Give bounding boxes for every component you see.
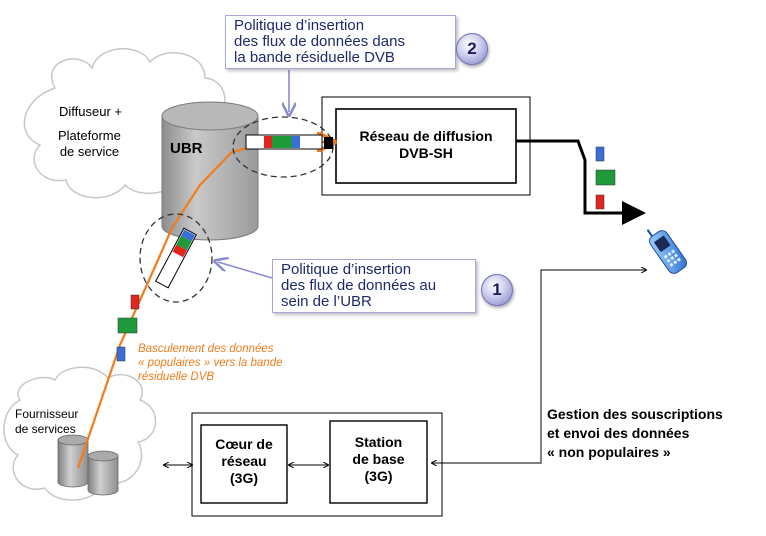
popular-data-switch-note: Basculement des données « populaires » v… bbox=[138, 343, 283, 383]
callout-dvb-insertion: Politique d’insertion des flux de donnée… bbox=[225, 15, 456, 69]
broadcaster-label: Diffuseur + bbox=[59, 104, 122, 119]
data-packets-left bbox=[116, 294, 140, 362]
callout-ubr-insertion: Politique d’insertion des flux de donnée… bbox=[272, 259, 476, 313]
callout-pointer-mid bbox=[218, 262, 273, 279]
badge-1-icon: 1 bbox=[481, 274, 513, 306]
broadcast-link bbox=[516, 139, 646, 225]
subscription-link bbox=[432, 270, 646, 463]
dvb-network-box bbox=[321, 96, 531, 196]
provider-database-icon bbox=[57, 434, 119, 496]
ubr-cylinder bbox=[161, 101, 259, 241]
service-platform-label: Plateforme de service bbox=[58, 128, 121, 159]
subscription-note: Gestion des souscriptions et envoi des d… bbox=[547, 406, 723, 460]
badge-2-icon: 2 bbox=[456, 33, 488, 65]
ubr-insertion-queue bbox=[155, 227, 197, 289]
data-packets-right bbox=[595, 146, 616, 210]
dvb-network-label: Réseau de diffusion DVB-SH bbox=[359, 128, 493, 161]
mobile-phone-icon bbox=[646, 229, 687, 274]
provider-label: Fournisseur de services bbox=[15, 407, 79, 436]
base-station-label: Station de base (3G) bbox=[352, 434, 405, 484]
ubr-label: UBR bbox=[170, 140, 203, 157]
core-network-label: Cœur de réseau (3G) bbox=[215, 436, 273, 486]
dvb-insertion-queue bbox=[245, 134, 333, 150]
